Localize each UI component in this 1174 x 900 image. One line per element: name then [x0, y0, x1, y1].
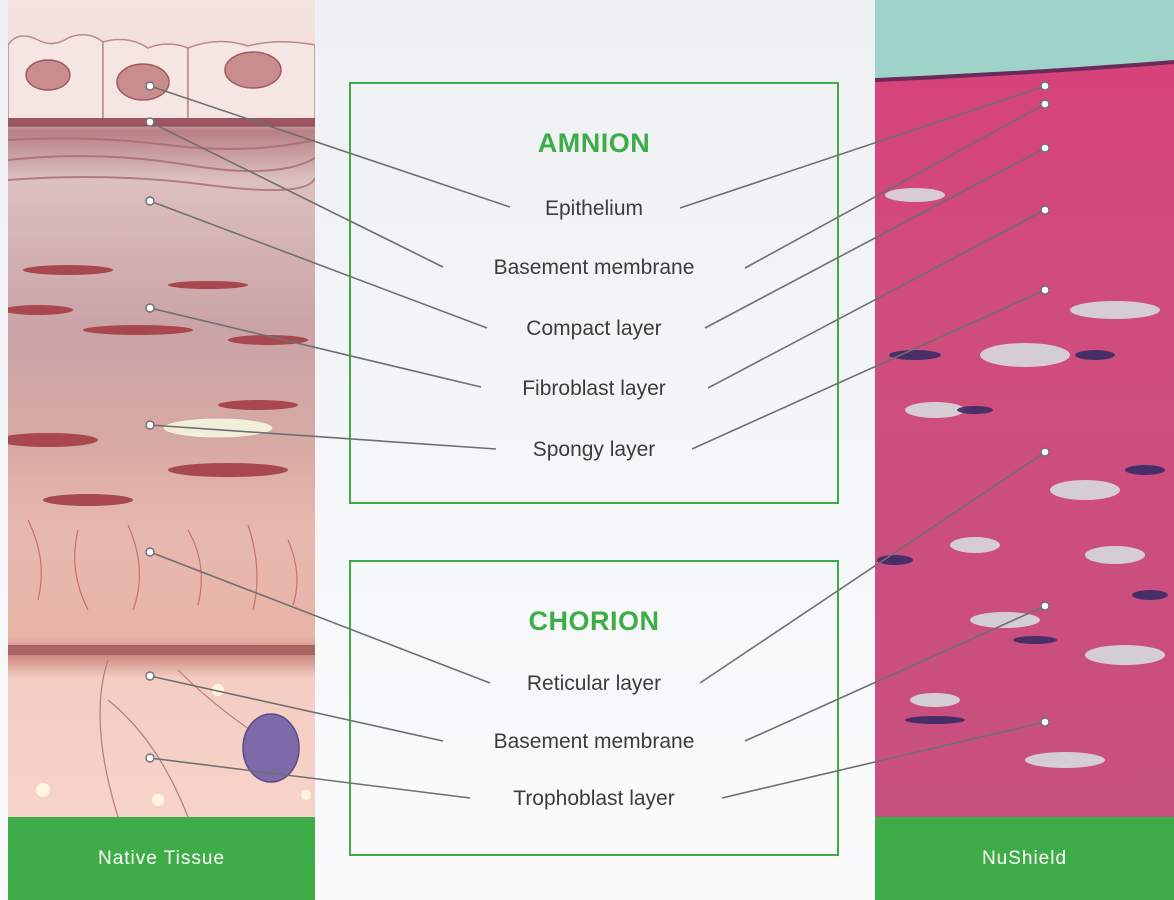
nushield-caption: NuShield: [875, 817, 1174, 900]
chorion-layer-reticular: Reticular layer: [349, 672, 839, 696]
amnion-layer-spongy: Spongy layer: [349, 438, 839, 462]
chorion-box: CHORION: [349, 560, 839, 856]
native-tissue-caption: Native Tissue: [8, 817, 315, 900]
chorion-layer-basement-membrane: Basement membrane: [349, 730, 839, 754]
amnion-layer-basement-membrane: Basement membrane: [349, 256, 839, 280]
chorion-title: CHORION: [351, 606, 837, 637]
amnion-layer-epithelium: Epithelium: [349, 197, 839, 221]
amnion-layer-compact: Compact layer: [349, 317, 839, 341]
chorion-layer-trophoblast: Trophoblast layer: [349, 787, 839, 811]
nushield-panel: NuShield: [875, 0, 1174, 900]
native-tissue-illustration: [8, 0, 315, 817]
amnion-title: AMNION: [351, 128, 837, 159]
amnion-layer-fibroblast: Fibroblast layer: [349, 377, 839, 401]
native-tissue-panel: Native Tissue: [8, 0, 315, 900]
nushield-histology-image: [875, 0, 1174, 817]
